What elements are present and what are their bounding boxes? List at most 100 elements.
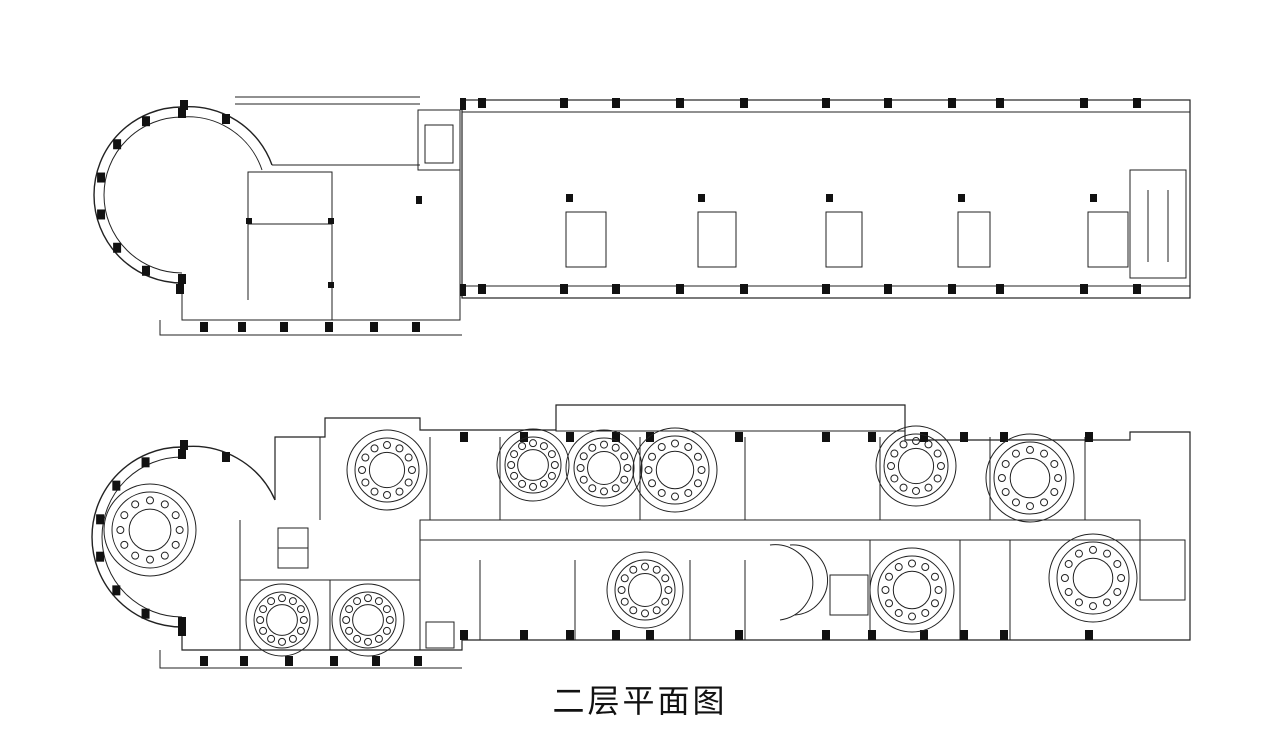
column	[460, 432, 468, 442]
round-table	[606, 551, 684, 629]
column	[868, 432, 876, 442]
column	[566, 194, 573, 202]
column	[612, 284, 620, 294]
column	[113, 242, 122, 253]
column	[141, 265, 150, 276]
room-partitions	[239, 437, 1086, 650]
drawing-title: 二层平面图	[552, 682, 728, 720]
column	[960, 630, 968, 640]
column	[141, 116, 150, 127]
upper-rotunda	[93, 106, 273, 284]
column	[180, 100, 188, 110]
column	[280, 322, 288, 332]
corridor-strip	[419, 519, 1141, 541]
column	[868, 630, 876, 640]
lower-plan	[91, 404, 1191, 669]
round-table	[565, 429, 643, 507]
column	[246, 218, 252, 224]
column	[560, 284, 568, 294]
column	[646, 630, 654, 640]
column	[1133, 98, 1141, 108]
balcony-canopy	[555, 404, 906, 432]
column	[676, 284, 684, 294]
column	[460, 630, 468, 640]
column	[180, 440, 188, 450]
column	[996, 284, 1004, 294]
column	[560, 98, 568, 108]
round-table	[875, 425, 957, 507]
column	[735, 432, 743, 442]
column	[960, 432, 968, 442]
stairs	[277, 527, 1186, 649]
column	[460, 284, 466, 296]
column	[200, 322, 208, 332]
column	[178, 626, 186, 636]
column	[372, 656, 380, 666]
column	[520, 432, 528, 442]
column	[178, 108, 186, 118]
column	[460, 98, 466, 110]
column	[238, 322, 246, 332]
column	[920, 432, 928, 442]
column	[520, 630, 528, 640]
column	[566, 630, 574, 640]
column	[112, 585, 121, 596]
column	[1080, 98, 1088, 108]
column	[222, 452, 230, 462]
column	[612, 98, 620, 108]
column	[141, 457, 150, 468]
upper-plan	[93, 96, 1191, 336]
column	[97, 172, 106, 183]
column	[958, 194, 965, 202]
column	[646, 432, 654, 442]
round-table	[245, 583, 319, 657]
column	[566, 432, 574, 442]
column	[676, 98, 684, 108]
column	[822, 98, 830, 108]
column	[141, 608, 150, 619]
column	[996, 98, 1004, 108]
column	[1090, 194, 1097, 202]
column	[200, 656, 208, 666]
column	[416, 196, 422, 204]
column	[478, 98, 486, 108]
column	[698, 194, 705, 202]
round-table	[632, 427, 718, 513]
column	[97, 209, 106, 220]
column	[178, 449, 186, 459]
upper-main-hall	[461, 99, 1191, 299]
column	[1080, 284, 1088, 294]
column	[370, 322, 378, 332]
column	[178, 617, 186, 627]
column	[826, 194, 833, 202]
column	[740, 98, 748, 108]
column	[176, 284, 184, 294]
structural-columns	[96, 98, 1141, 666]
column	[222, 114, 230, 124]
column	[1085, 432, 1093, 442]
column	[325, 322, 333, 332]
column	[412, 322, 420, 332]
column	[822, 630, 830, 640]
column	[948, 284, 956, 294]
round-table	[869, 547, 955, 633]
column	[1000, 432, 1008, 442]
column	[285, 656, 293, 666]
round-table	[346, 429, 428, 511]
column	[478, 284, 486, 294]
column	[240, 656, 248, 666]
round-table	[985, 433, 1075, 523]
round-table	[496, 428, 570, 502]
round-table	[103, 483, 197, 577]
column	[1085, 630, 1093, 640]
upper-left-wing	[159, 96, 462, 336]
column	[414, 656, 422, 666]
lower-rotunda	[91, 445, 276, 628]
round-table	[331, 583, 405, 657]
column	[330, 656, 338, 666]
column	[1000, 630, 1008, 640]
column	[884, 284, 892, 294]
column	[822, 432, 830, 442]
column	[96, 551, 105, 562]
